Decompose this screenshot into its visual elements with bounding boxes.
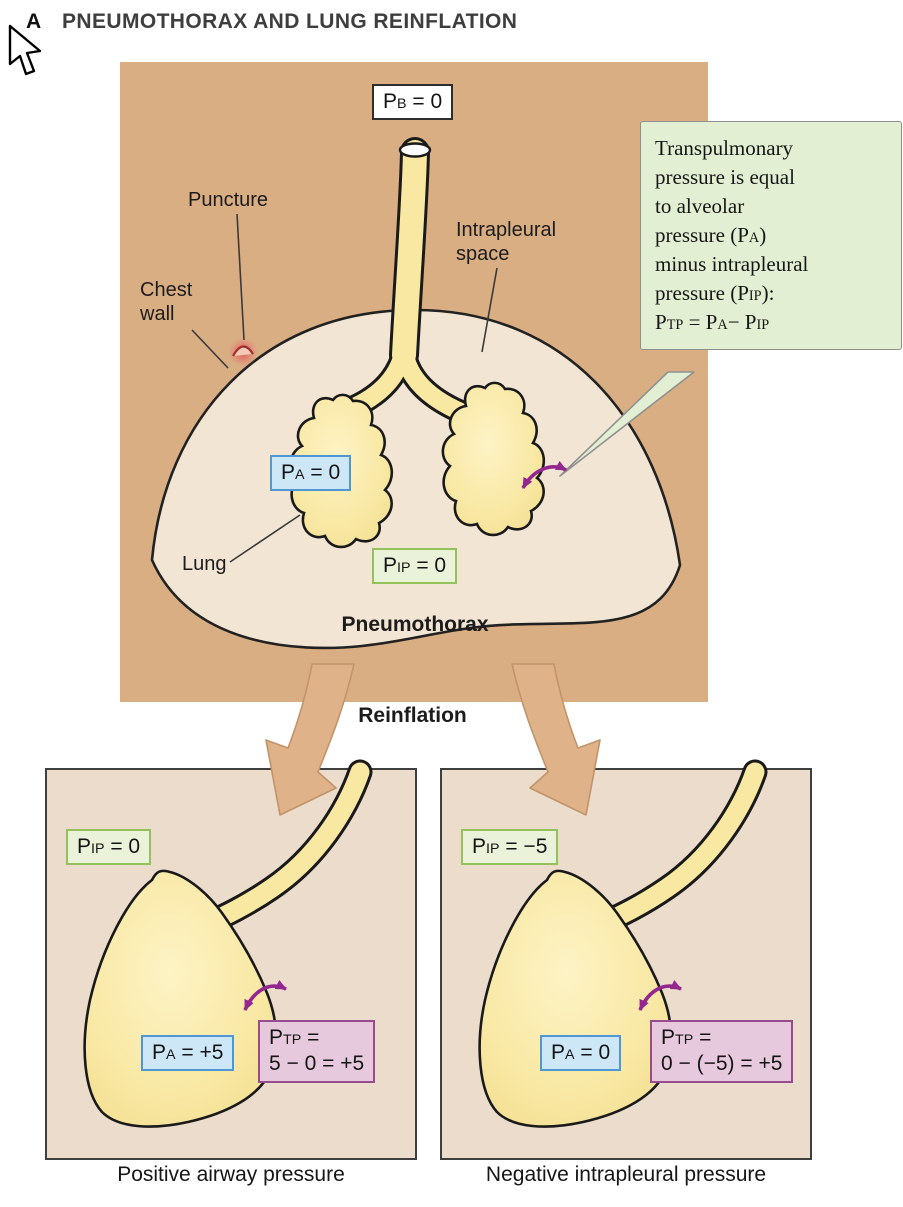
reinflation-label: Reinflation [358, 704, 467, 727]
pressure-value: = 0 [574, 1041, 611, 1064]
intrapleural-label-line2: space [456, 243, 510, 265]
chest-wall-label-line1: Chest [140, 279, 193, 301]
pip-pressure-box-right-panel: PIP = −5 [461, 829, 559, 866]
callout-line: to alveolar [655, 193, 745, 218]
pressure-value: = 0 [406, 90, 443, 113]
pressure-symbol: P [383, 90, 398, 113]
pressure-value: = 0 [304, 461, 341, 484]
ptp-equation-box-left-panel: PTP = 5 − 0 = +5 [258, 1020, 376, 1083]
callout-line: pressure is equal [655, 164, 795, 189]
callout-line: pressure (PIP): [655, 280, 775, 305]
pressure-symbol: P [551, 1041, 566, 1064]
ptp-equation-line2: 0 − (−5) = +5 [661, 1052, 783, 1076]
pressure-subscript: IP [91, 841, 105, 857]
ptp-equation-line1: PTP = [269, 1026, 320, 1049]
lung-label: Lung [182, 553, 227, 575]
ptp-equation-line2: 5 − 0 = +5 [269, 1052, 365, 1076]
intrapleural-label-line1: Intrapleural [456, 219, 557, 241]
figure-panel-letter: A [26, 10, 42, 33]
pressure-symbol: P [77, 835, 92, 858]
cursor-icon [8, 24, 42, 76]
pb-pressure-box: PB = 0 [372, 84, 454, 121]
pa-pressure-box-right-panel: PA = 0 [540, 1035, 622, 1072]
transpulmonary-callout: Transpulmonary pressure is equal to alve… [640, 121, 902, 350]
pressure-subscript: A [166, 1047, 176, 1063]
pressure-subscript: IP [397, 560, 411, 576]
pa-pressure-box-main: PA = 0 [270, 455, 352, 492]
pip-pressure-box-left-panel: PIP = 0 [66, 829, 152, 866]
puncture-label: Puncture [188, 189, 269, 211]
pneumothorax-label: Pneumothorax [341, 613, 489, 636]
callout-line: Transpulmonary [655, 136, 794, 160]
positive-airway-panel [45, 768, 417, 1160]
pressure-symbol: P [472, 835, 487, 858]
ptp-equation-line1: PTP = [661, 1026, 712, 1049]
pressure-value: = −5 [499, 835, 548, 858]
intrapleural-space-label: Intrapleural space [456, 218, 556, 266]
right-panel-caption: Negative intrapleural pressure [485, 1163, 767, 1186]
pa-pressure-box-left-panel: PA = +5 [141, 1035, 235, 1072]
pressure-subscript: A [295, 467, 305, 483]
pressure-value: = 0 [104, 835, 141, 858]
negative-intrapleural-panel [440, 768, 812, 1160]
chest-wall-label-line2: wall [140, 303, 175, 325]
callout-equation: PTP = PA− PIP [655, 309, 770, 334]
callout-line: minus intrapleural [655, 251, 809, 276]
pressure-value: = +5 [175, 1041, 224, 1064]
pressure-value: = 0 [410, 554, 447, 577]
callout-line: pressure (PA) [655, 222, 767, 247]
pressure-subscript: B [397, 96, 407, 112]
pressure-subscript: IP [486, 841, 500, 857]
ptp-equation-box-right-panel: PTP = 0 − (−5) = +5 [650, 1020, 794, 1083]
pressure-symbol: P [152, 1041, 167, 1064]
figure-title: PNEUMOTHORAX AND LUNG REINFLATION [62, 10, 518, 33]
pip-pressure-box-main: PIP = 0 [372, 548, 458, 585]
pressure-subscript: A [565, 1047, 575, 1063]
pressure-symbol: P [383, 554, 398, 577]
pressure-symbol: P [281, 461, 296, 484]
left-panel-caption: Positive airway pressure [117, 1163, 345, 1186]
pneumothorax-panel [120, 62, 708, 702]
chest-wall-label: Chest wall [140, 278, 192, 326]
